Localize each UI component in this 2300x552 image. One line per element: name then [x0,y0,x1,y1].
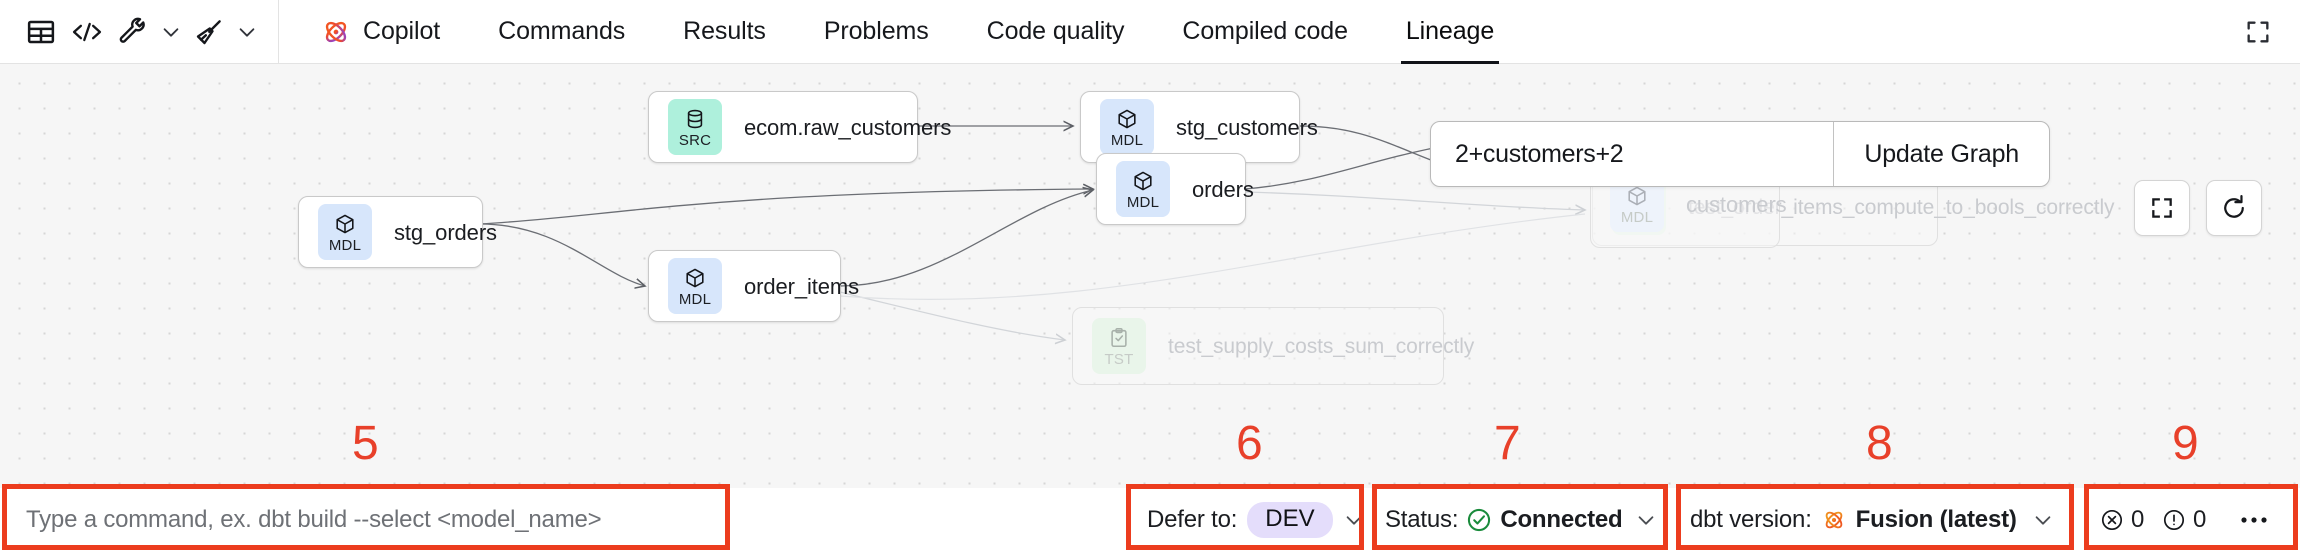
toolbar-divider [278,0,279,64]
node-type-label: MDL [328,236,362,254]
chevron-down-icon [1343,509,1365,531]
tab-label: Commands [498,17,626,45]
node-label: stg_customers [1176,114,1318,140]
node-label: test_order_items_compute_to_bools_correc… [1688,195,2115,219]
wrench-chevron-down-icon[interactable] [156,10,186,54]
node-type-label: TST [1104,350,1134,368]
fit-view-button[interactable] [2134,180,2190,236]
refresh-button[interactable] [2206,180,2262,236]
node-type-badge-mdl: MDL [1100,99,1154,155]
annotation-number-8: 8 [1866,417,1893,470]
database-icon [684,107,706,131]
chevron-down-icon [2032,509,2054,531]
node-type-label: MDL [1110,131,1144,149]
node-label: ecom.raw_customers [744,114,952,140]
tab-label: Code quality [986,17,1125,45]
defer-to-selector[interactable]: Defer to: DEV [1147,498,1365,542]
lineage-node-test-supply-costs[interactable]: TST test_supply_costs_sum_correctly [1072,307,1474,385]
dbt-version-label: dbt version: [1690,506,1812,533]
update-graph-button[interactable]: Update Graph [1834,122,2049,186]
node-type-label: MDL [1126,193,1160,211]
node-type-label: MDL [1620,208,1654,226]
error-circle-icon [2100,508,2124,532]
panel-tabs: Copilot Commands Results Problems Code q… [279,0,1523,64]
node-selector-input[interactable] [1431,122,1834,186]
dbt-version-value: Fusion (latest) [1855,506,2017,533]
dbt-version-selector[interactable]: dbt version: Fusion (latest) [1690,498,2054,542]
node-label: customers [1686,191,1787,217]
tab-label: Problems [823,17,929,45]
lineage-node-orders[interactable]: MDL orders [1096,153,1254,225]
table-view-icon[interactable] [18,9,64,55]
tab-compiled-code[interactable]: Compiled code [1153,0,1376,64]
annotation-number-7: 7 [1494,417,1521,470]
cube-icon [334,212,356,236]
tab-label: Compiled code [1182,17,1348,45]
lineage-node-stg-customers[interactable]: MDL stg_customers [1080,91,1318,163]
defer-to-value: DEV [1247,502,1333,538]
selector-divider [1833,122,1835,186]
status-value: Connected [1500,506,1623,533]
graph-controls [2134,180,2262,236]
errors-indicator[interactable]: 0 [2100,498,2144,542]
node-type-badge-tst: TST [1092,318,1146,374]
check-circle-icon [1466,507,1492,533]
lineage-node-order-items[interactable]: MDL order_items [648,250,859,322]
tab-label: Lineage [1405,17,1495,45]
annotation-number-6: 6 [1236,417,1263,470]
fusion-icon [1821,507,1847,533]
command-input[interactable] [14,496,726,544]
node-type-badge-mdl: MDL [668,258,722,314]
broom-chevron-down-icon[interactable] [232,10,262,54]
node-type-label: SRC [678,131,712,149]
cube-icon [1132,169,1154,193]
top-toolbar: Copilot Commands Results Problems Code q… [0,0,2300,64]
wrench-icon[interactable] [110,9,156,55]
tab-code-quality[interactable]: Code quality [958,0,1154,64]
node-type-label: MDL [678,290,712,308]
lineage-canvas[interactable]: SRC ecom.raw_customers MDL stg_customers [0,64,2300,488]
cube-icon [1626,184,1648,208]
node-type-badge-mdl: MDL [318,204,372,260]
clipboard-check-icon [1108,326,1130,350]
defer-to-label: Defer to: [1147,506,1238,533]
chevron-down-icon [1635,509,1657,531]
lineage-node-raw-customers[interactable]: SRC ecom.raw_customers [648,91,951,163]
node-type-badge-mdl: MDL [1116,161,1170,217]
tab-label: Results [683,17,766,45]
tab-commands[interactable]: Commands [469,0,654,64]
code-view-icon[interactable] [64,9,110,55]
copilot-icon [321,17,351,47]
cube-icon [1116,107,1138,131]
warnings-count: 0 [2193,506,2207,533]
node-label: order_items [744,273,860,299]
node-label: test_supply_costs_sum_correctly [1168,334,1475,358]
status-label: Status: [1385,506,1459,533]
node-label: orders [1192,176,1254,202]
annotation-number-9: 9 [2172,417,2199,470]
annotation-number-5: 5 [352,417,379,470]
warning-circle-icon [2162,508,2186,532]
node-selector-bar: Update Graph [1430,121,2050,187]
node-type-badge-src: SRC [668,99,722,155]
tab-lineage[interactable]: Lineage [1377,0,1523,64]
more-actions-button[interactable] [2232,500,2276,540]
tab-results[interactable]: Results [654,0,795,64]
warnings-indicator[interactable]: 0 [2162,498,2206,542]
cube-icon [684,266,706,290]
node-label: stg_orders [394,219,497,245]
lineage-node-stg-orders[interactable]: MDL stg_orders [298,196,497,268]
expand-panel-icon[interactable] [2238,12,2278,52]
connection-status[interactable]: Status: Connected [1385,498,1657,542]
tab-problems[interactable]: Problems [795,0,958,64]
tab-copilot[interactable]: Copilot [279,0,469,64]
errors-count: 0 [2131,506,2145,533]
broom-icon[interactable] [186,9,232,55]
editor-tool-group [0,0,262,64]
tab-label: Copilot [363,17,441,45]
